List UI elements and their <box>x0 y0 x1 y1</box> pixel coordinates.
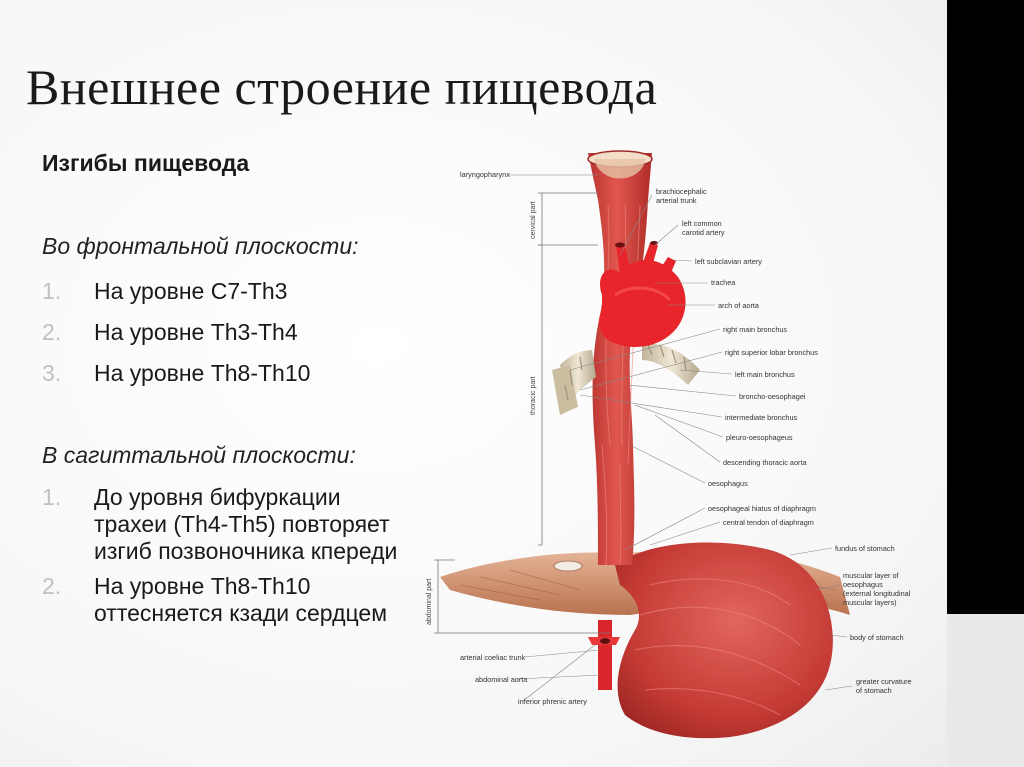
label-right-main-bronchus: right main bronchus <box>723 325 787 334</box>
slide: Внешнее строение пищевода Изгибы пищевод… <box>0 0 947 767</box>
list-text: На уровне С7-Th3 <box>94 278 288 304</box>
label-phrenic: inferior phrenic artery <box>518 697 587 706</box>
label-carotid-1: left common <box>682 219 722 228</box>
list-number: 1. <box>42 484 62 510</box>
list-text: До уровня бифуркации трахеи (Th4-Th5) по… <box>94 484 398 564</box>
label-body-of-stomach: body of stomach <box>850 633 904 642</box>
part-brackets <box>434 192 610 634</box>
abdominal-aorta <box>588 620 620 690</box>
label-coeliac: arterial coeliac trunk <box>460 653 526 662</box>
label-trachea: trachea <box>711 278 736 287</box>
right-light-panel <box>947 614 1024 767</box>
trachea-bronchi <box>552 343 700 415</box>
label-tendon: central tendon of diaphragm <box>723 518 814 527</box>
label-hiatus: oesophageal hiatus of diaphragm <box>708 504 816 513</box>
thoracic-part-label: thoracic part <box>530 376 537 415</box>
label-curvature-1: greater curvature <box>856 677 912 686</box>
abdominal-part-label: abdominal part <box>426 579 433 625</box>
label-carotid-2: carotid artery <box>682 228 725 237</box>
list-item: 3. На уровне Th8-Th10 <box>42 359 310 387</box>
sagittal-list: 1. До уровня бифуркации трахеи (Th4-Th5) … <box>42 484 416 635</box>
list-text: На уровне Th3-Th4 <box>94 319 298 345</box>
label-arch: arch of aorta <box>718 301 760 310</box>
label-subclavian: left subclavian artery <box>695 257 762 266</box>
label-broncho: broncho-oesophagei <box>739 392 806 401</box>
list-item: 1. До уровня бифуркации трахеи (Th4-Th5) … <box>42 484 416 565</box>
label-oesophagus: oesophagus <box>708 479 748 488</box>
label-abdominal-aorta: abdominal aorta <box>475 675 528 684</box>
frontal-heading: Во фронтальной плоскости: <box>42 233 359 259</box>
label-right-superior: right superior lobar bronchus <box>725 348 818 357</box>
list-item: 2. На уровне Th8-Th10 оттесняется кзади с… <box>42 573 416 627</box>
frontal-list: 1. На уровне С7-Th3 2. На уровне Th3-Th4 3… <box>42 277 310 400</box>
label-fundus: fundus of stomach <box>835 544 895 553</box>
label-muscular-1: muscular layer of <box>843 571 900 580</box>
label-intermediate: intermediate bronchus <box>725 413 798 422</box>
label-brachiocephalic-1: brachiocephalic <box>656 187 707 196</box>
list-number: 3. <box>42 360 62 386</box>
stomach <box>615 542 833 739</box>
label-pleuro: pleuro-oesophageus <box>726 433 793 442</box>
list-number: 1. <box>42 278 62 304</box>
label-muscular-2: oesophagus <box>843 580 883 589</box>
label-left-main-bronchus: left main bronchus <box>735 370 795 379</box>
esophagus-anatomy-figure: cervical part thoracic part abdominal pa… <box>426 150 912 739</box>
aortic-arch <box>599 241 686 347</box>
page-title: Внешнее строение пищевода <box>26 59 658 115</box>
label-descending: descending thoracic aorta <box>723 458 808 467</box>
list-text: На уровне Th8-Th10 <box>94 360 311 386</box>
label-curvature-2: of stomach <box>856 686 892 695</box>
list-number: 2. <box>42 573 62 599</box>
sagittal-heading: В сагиттальной плоскости: <box>42 442 356 468</box>
esophagus <box>587 150 653 566</box>
label-laryngopharynx: laryngopharynx <box>460 170 510 179</box>
list-item: 2. На уровне Th3-Th4 <box>42 318 310 346</box>
list-text: На уровне Th8-Th10 оттесняется кзади сер… <box>94 573 388 626</box>
label-muscular-4: muscular layers) <box>843 598 897 607</box>
list-item: 1. На уровне С7-Th3 <box>42 277 310 305</box>
label-muscular-3: (external longitudinal <box>843 589 911 598</box>
section-subtitle: Изгибы пищевода <box>42 150 250 176</box>
cervical-part-label: cervical part <box>530 201 537 239</box>
label-brachiocephalic-2: arterial trunk <box>656 196 697 205</box>
list-number: 2. <box>42 319 62 345</box>
leader-lines <box>508 174 853 702</box>
